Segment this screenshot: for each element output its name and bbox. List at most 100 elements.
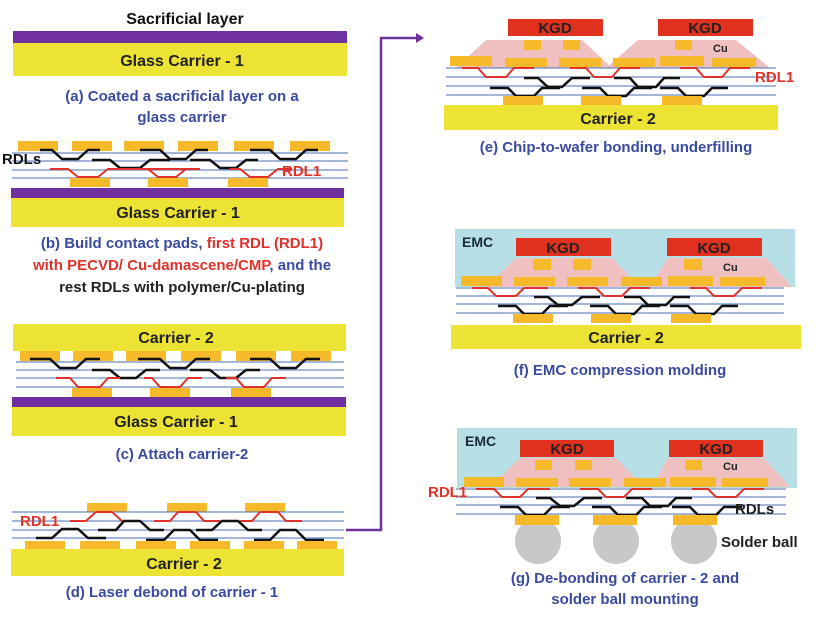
arrow-head-icon — [416, 33, 424, 43]
solder-ball — [671, 518, 717, 564]
carrier-2-label: Carrier - 2 — [138, 330, 214, 347]
rdl-black-traces — [498, 295, 738, 316]
carrier-2 — [11, 549, 344, 576]
kgd-label: KGD — [697, 240, 731, 257]
cu-label: Cu — [723, 262, 738, 274]
cu-label: Cu — [723, 461, 738, 473]
rdl1-red-traces — [476, 488, 764, 498]
caption-a-line1: (a) Coated a sacrificial layer on a — [65, 88, 299, 105]
rdl1-red-traces — [472, 287, 762, 297]
contact-pad — [18, 141, 58, 151]
caption-g-line2: solder ball mounting — [551, 591, 699, 608]
kgd-label: KGD — [688, 20, 722, 37]
cu-pillars — [524, 40, 692, 50]
rdl1-red-traces — [50, 168, 290, 178]
caption-f: (f) EMC compression molding — [514, 362, 727, 379]
connector-line — [346, 36, 416, 532]
kgd-die — [520, 440, 614, 457]
carrier-2 — [451, 325, 801, 349]
top-contact-pads — [18, 141, 330, 151]
contact-pad — [124, 141, 164, 151]
panel-e: KGD KGD Cu RDL1 — [444, 19, 794, 156]
panel-g: EMC KGD KGD Cu — [428, 428, 798, 608]
glass-carrier-1 — [12, 407, 346, 436]
carrier-2 — [444, 105, 778, 130]
solder-ball — [593, 518, 639, 564]
kgd-die — [516, 238, 611, 256]
rdls-label: RDLs — [735, 501, 774, 518]
glass-carrier-1 — [11, 198, 344, 227]
panel-a: Sacrificial layer Glass Carrier - 1 (a) … — [13, 11, 347, 126]
rdl1-label: RDL1 — [20, 513, 59, 530]
dielectric-lines — [16, 361, 344, 388]
caption-g-line1: (g) De-bonding of carrier - 2 and — [511, 570, 739, 587]
contact-pad — [234, 141, 274, 151]
glass-carrier-1 — [13, 43, 347, 76]
caption-b-line3: rest RDLs with polymer/Cu-plating — [59, 279, 305, 296]
caption-b-line1: (b) Build contact pads, first RDL (RDL1) — [41, 235, 323, 252]
caption-d: (d) Laser debond of carrier - 1 — [66, 584, 279, 601]
kgd-label: KGD — [550, 441, 584, 458]
rdl-black-traces — [490, 76, 728, 98]
bottom-contact-pads — [25, 541, 337, 550]
panel-c: Carrier - 2 — [12, 324, 346, 463]
rdl1-red-traces — [462, 67, 750, 78]
contact-pad — [148, 178, 188, 187]
top-contact-pads — [461, 276, 765, 286]
top-contact-pads — [450, 56, 756, 67]
rdl-black-traces — [36, 519, 324, 542]
rdl1-red-traces — [56, 377, 286, 388]
glass-carrier-1-label: Glass Carrier - 1 — [114, 414, 238, 431]
solder-ball-label: Solder ball — [721, 534, 798, 551]
flow-arrow — [346, 33, 424, 532]
contact-pad — [228, 178, 268, 187]
caption-b-blue-part: (b) Build contact pads, — [41, 235, 207, 252]
caption-b-line2: with PECVD/ Cu-damascene/CMP, and the — [32, 257, 331, 274]
rdl-black-traces — [500, 496, 742, 517]
caption-e: (e) Chip-to-wafer bonding, underfilling — [480, 139, 752, 156]
rdl1-red-traces — [70, 511, 302, 522]
caption-b-red-part: with PECVD/ Cu-damascene/CMP — [32, 257, 271, 274]
kgd-die — [669, 440, 763, 457]
carrier-2-label: Carrier - 2 — [146, 556, 222, 573]
caption-b-blue-part: , and the — [269, 257, 331, 274]
bottom-contact-pads — [503, 96, 702, 105]
panel-f: EMC KGD KGD Cu — [451, 229, 801, 379]
sacrificial-layer — [12, 397, 346, 407]
bottom-contact-pads — [70, 178, 268, 187]
carrier-2 — [13, 324, 346, 351]
emc-label: EMC — [462, 234, 493, 250]
kgd-die — [658, 19, 753, 36]
bottom-contact-pads — [513, 314, 711, 323]
rdls-label: RDLs — [2, 151, 41, 168]
carrier-2-label: Carrier - 2 — [588, 330, 664, 347]
top-contact-pads — [20, 351, 331, 361]
kgd-die — [508, 19, 603, 36]
solder-ball — [515, 518, 561, 564]
carrier-2-label: Carrier - 2 — [580, 111, 656, 128]
rdl-black-traces — [40, 148, 318, 170]
sacrificial-layer — [11, 188, 344, 198]
sacrificial-layer-label: Sacrificial layer — [126, 11, 243, 28]
panel-b: RDLs RDL1 Glass Carrier - 1 (b) Build co… — [2, 141, 348, 296]
caption-c: (c) Attach carrier-2 — [116, 446, 249, 463]
cu-pillars — [533, 259, 702, 270]
panel-d: RDL1 Carrier - 2 (d) Laser debond of car… — [11, 503, 344, 601]
kgd-label: KGD — [546, 240, 580, 257]
dielectric-lines — [456, 287, 784, 314]
contact-pad — [290, 141, 330, 151]
rdl1-label: RDL1 — [428, 484, 467, 501]
contact-pad — [72, 141, 112, 151]
emc-label: EMC — [465, 433, 496, 449]
top-contact-pads — [464, 477, 768, 487]
kgd-label: KGD — [538, 20, 572, 37]
dielectric-lines — [12, 511, 344, 539]
glass-carrier-1-label: Glass Carrier - 1 — [116, 205, 240, 222]
sacrificial-layer — [13, 31, 347, 43]
contact-pad — [178, 141, 218, 151]
bottom-contact-pads — [515, 515, 717, 525]
glass-carrier-1-label: Glass Carrier - 1 — [120, 53, 244, 70]
kgd-label: KGD — [699, 441, 733, 458]
caption-b-red-part: first RDL (RDL1) — [207, 235, 323, 252]
